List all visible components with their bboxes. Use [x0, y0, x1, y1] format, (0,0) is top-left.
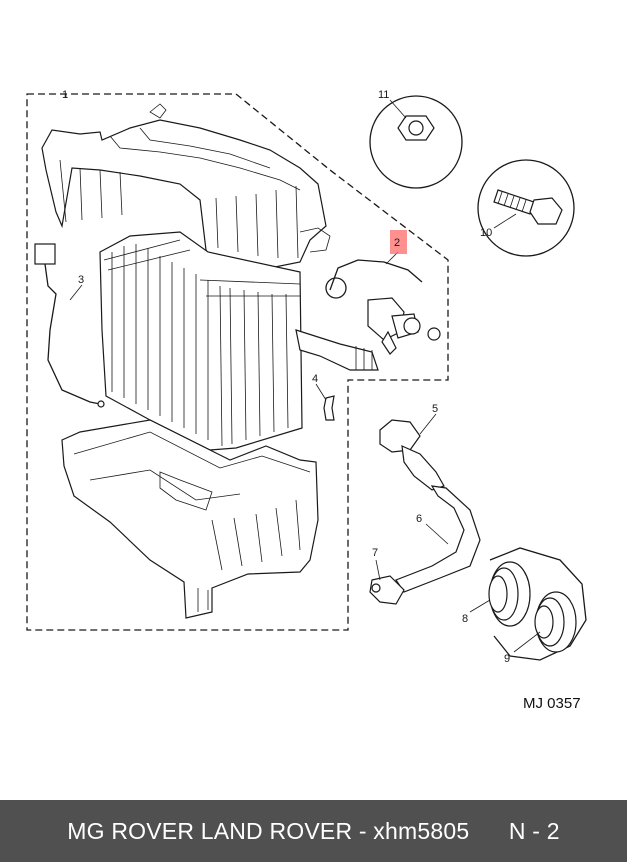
- drain-tray: [61, 419, 319, 619]
- callout-3: 3: [78, 274, 84, 286]
- callout-8: 8: [462, 613, 468, 625]
- callout-5: 5: [432, 403, 438, 415]
- footer-caption: MG ROVER LAND ROVER - xhm5805 N - 2: [67, 817, 560, 844]
- callout-2-highlight: [390, 230, 407, 254]
- leader-lines: [65, 94, 541, 653]
- part-11-nut-detail: [369, 95, 463, 189]
- part-8-grommet: [488, 561, 531, 627]
- part-3-temperature-sensor: [34, 243, 105, 408]
- part-9-grommet: [534, 591, 577, 653]
- diagram-code: MJ 0357: [523, 695, 581, 712]
- callout-4: 4: [312, 373, 318, 385]
- assembly-boundary: [26, 93, 449, 631]
- callout-6: 6: [416, 513, 422, 525]
- footer-bar: MG ROVER LAND ROVER - xhm5805 N - 2: [0, 800, 627, 862]
- callout-2: 2: [394, 237, 400, 249]
- part-8-9-grommets-detail: [488, 547, 587, 661]
- callout-7: 7: [372, 547, 378, 559]
- part-2-expansion-valve: [325, 259, 441, 355]
- callout-labels: 1 2 3 4 5 6 7 8 9 10 11: [62, 89, 510, 665]
- callout-1: 1: [62, 89, 68, 101]
- part-6-drain-hose: [395, 485, 481, 593]
- part-10-bolt-detail: [477, 159, 575, 257]
- core-fins: [103, 239, 301, 447]
- part-7-connector: [369, 575, 405, 605]
- callout-10: 10: [480, 227, 492, 239]
- callout-11: 11: [378, 89, 389, 101]
- parts-diagram: 1 2 3 4 5 6 7 8 9 10 11 MJ 0357: [26, 89, 587, 712]
- part-5-valve: [379, 419, 445, 491]
- evaporator-top-housing: [41, 103, 331, 273]
- callout-9: 9: [504, 653, 510, 665]
- part-4-clip: [323, 395, 335, 421]
